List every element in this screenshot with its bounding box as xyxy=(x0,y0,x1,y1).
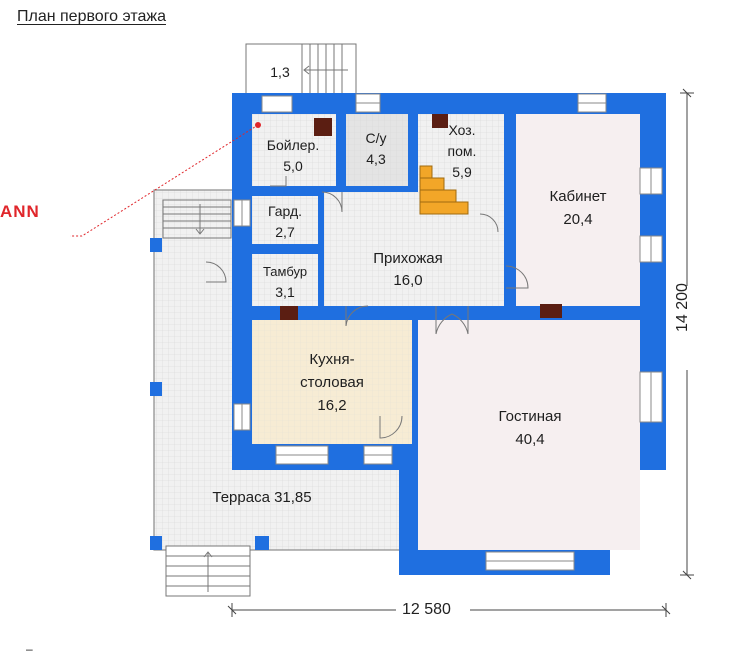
interior-stair xyxy=(419,165,469,215)
room-study-area: 20,4 xyxy=(563,211,592,228)
terrace-column xyxy=(150,238,162,252)
room-wardrobe-name: Гард. xyxy=(268,203,302,219)
room-wardrobe-area: 2,7 xyxy=(275,224,295,240)
doors xyxy=(205,176,529,439)
footer-dash: – xyxy=(26,642,33,656)
room-hall-name: Прихожая xyxy=(373,250,443,267)
room-terrace-label: Терраса 31,85 xyxy=(212,489,311,506)
room-kitchen-name1: Кухня- xyxy=(309,351,354,368)
room-utility-area: 5,9 xyxy=(452,164,472,180)
room-kitchen-name2: столовая xyxy=(300,374,364,391)
room-vestibule-area: 3,1 xyxy=(275,284,295,300)
terrace-column xyxy=(150,382,162,396)
vent-blocks xyxy=(280,114,562,320)
room-study-name: Кабинет xyxy=(549,188,606,205)
windows xyxy=(233,93,663,571)
dimension-height-line xyxy=(680,88,694,580)
rooms xyxy=(252,114,640,550)
terrace-steps-top xyxy=(162,199,232,239)
dimension-width-line xyxy=(227,603,671,617)
room-hall-area: 16,0 xyxy=(393,272,422,289)
room-wc-area: 4,3 xyxy=(366,151,386,167)
dimension-width-label: 12 580 xyxy=(402,601,451,618)
stair-label: 1,3 xyxy=(270,64,290,80)
page-title: План первого этажа xyxy=(17,8,166,25)
room-boiler-area: 5,0 xyxy=(283,158,303,174)
brand-logo-text: ANN xyxy=(0,202,40,221)
dimension-height-label: 14 200 xyxy=(674,283,691,332)
room-living-name: Гостиная xyxy=(499,408,562,425)
room-utility-name1: Хоз. xyxy=(448,122,475,138)
terrace-column xyxy=(255,536,269,550)
room-vestibule-name: Тамбур xyxy=(263,264,307,279)
terrace-column xyxy=(150,536,162,550)
room-kitchen-area: 16,2 xyxy=(317,397,346,414)
room-utility-name2: пом. xyxy=(448,143,477,159)
terrace-steps-bottom xyxy=(165,545,251,597)
entrance-stair xyxy=(245,43,357,95)
room-boiler-name: Бойлер. xyxy=(267,137,319,153)
room-wc-name: С/у xyxy=(366,130,387,146)
room-living-area: 40,4 xyxy=(515,431,544,448)
pointer-line xyxy=(70,124,259,237)
